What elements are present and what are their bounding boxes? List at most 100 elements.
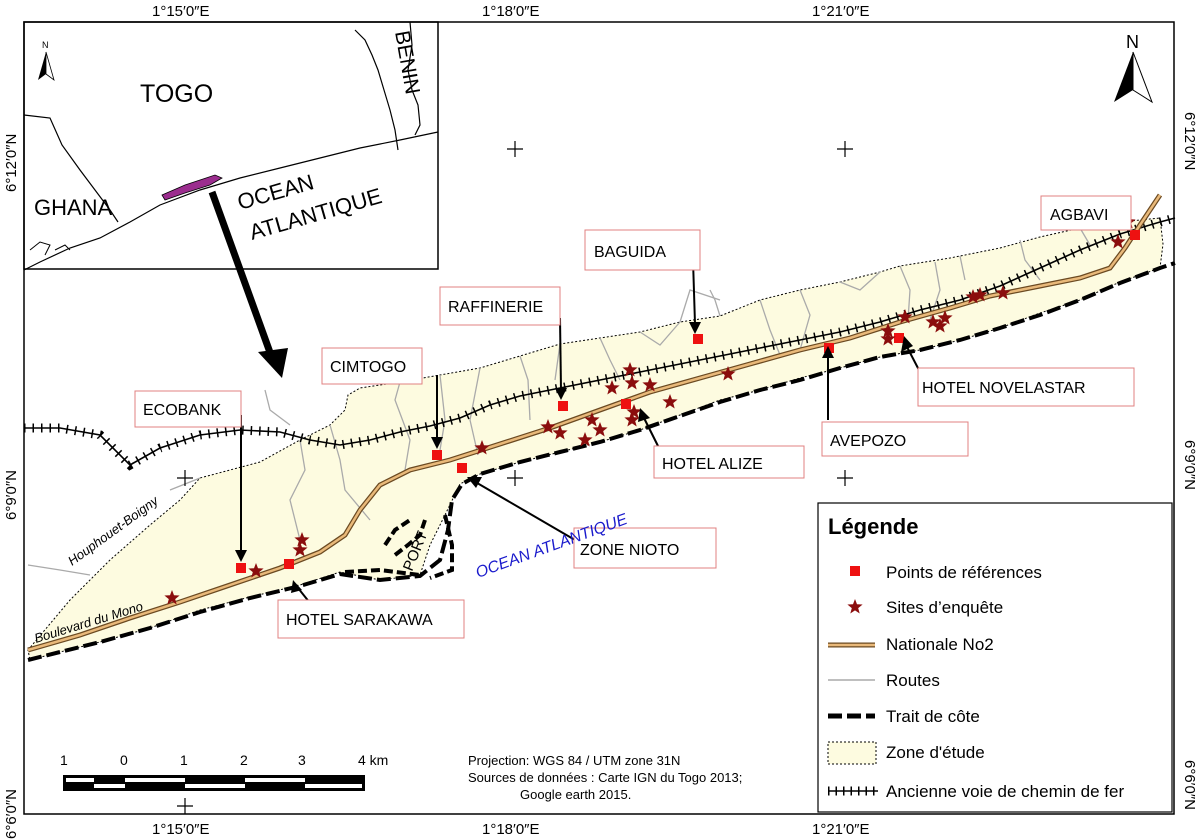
inset-lagoon (29, 241, 71, 256)
ref-point-zone-nioto (457, 463, 467, 473)
inset-north-arrow-icon: N (38, 40, 55, 82)
ref-point-hotel-alize (621, 399, 631, 409)
label-raffinerie: RAFFINERIE (439, 286, 561, 326)
survey-site-star (925, 314, 941, 329)
label-hotel-novelastar: HOTEL NOVELASTAR (917, 367, 1135, 407)
map-credits: Projection: WGS 84 / UTM zone 31N Source… (468, 753, 742, 802)
survey-site-star (965, 289, 981, 304)
label-arrows (240, 259, 921, 604)
survey-site-star (1110, 234, 1126, 249)
svg-text:Projection: WGS 84 / UTM zone: Projection: WGS 84 / UTM zone 31N (468, 753, 680, 768)
inset-ghana-togo-border (23, 114, 119, 223)
survey-site-star (880, 331, 896, 346)
coord-bottom-2: 1°18′0″E (482, 821, 540, 838)
label-agbavi: AGBAVI (1040, 195, 1132, 231)
label-ecobank: ECOBANK (134, 390, 242, 428)
ref-point-hotel-novelastar (894, 333, 904, 343)
survey-site-star (248, 563, 264, 578)
legend-item-4: Routes (886, 671, 940, 690)
ref-point-cimtogo (432, 450, 442, 460)
survey-site-star (164, 590, 180, 605)
ref-point-hotel-sarakawa (284, 559, 294, 569)
coord-left-2: 6°9′0″N (3, 470, 20, 520)
svg-text:0: 0 (120, 752, 128, 768)
inset-togo-benin-border (354, 29, 399, 151)
coord-right-2: 6°9′0″N (1181, 440, 1198, 490)
legend-item-7: Ancienne voie de chemin de fer (886, 782, 1124, 801)
coord-bottom-1: 1°15′0″E (152, 821, 210, 838)
svg-text:1: 1 (60, 752, 68, 768)
survey-site-star (584, 412, 600, 427)
inset-ghana-label: GHANA (34, 195, 113, 220)
survey-site-star (624, 375, 640, 390)
svg-text:HOTEL SARAKAWA: HOTEL SARAKAWA (286, 612, 433, 629)
survey-site-star (937, 310, 953, 325)
legend-item-5: Trait de côte (886, 707, 980, 726)
survey-site-star (626, 404, 642, 419)
legend-ref-point-swatch (850, 566, 860, 576)
svg-text:ECOBANK: ECOBANK (143, 402, 222, 419)
inset-coastline (23, 131, 439, 271)
survey-site-star (622, 362, 638, 377)
legend-zone-swatch (827, 741, 877, 765)
inset-map: TOGO BENIN GHANA OCEAN ATLANTIQUE N (23, 21, 439, 271)
place-labels: AGBAVI BAGUIDA RAFFINERIE CIMTOGO ECOBAN… (134, 195, 1135, 639)
label-baguida: BAGUIDA (584, 229, 701, 271)
svg-text:2: 2 (240, 752, 248, 768)
nationale-no2-fill (27, 194, 1162, 652)
inset-togo-label: TOGO (140, 80, 213, 108)
survey-site-star (720, 366, 736, 381)
legend-title: Légende (828, 514, 918, 539)
coord-top-3: 1°21′0″E (812, 3, 870, 20)
survey-site-star (624, 412, 640, 427)
inset-study-area (161, 174, 223, 201)
label-avepozo: AVEPOZO (821, 421, 969, 457)
svg-text:Sources de données : Carte IGN: Sources de données : Carte IGN du Togo 2… (468, 770, 742, 785)
legend-item-1: Points de références (886, 563, 1042, 582)
legend-item-2: Sites d’enquête (886, 598, 1003, 617)
coord-right-1: 6°12′0″N (1181, 112, 1198, 170)
svg-text:HOTEL NOVELASTAR: HOTEL NOVELASTAR (922, 380, 1086, 397)
survey-site-star (662, 394, 678, 409)
scale-bar: 1 0 1 2 3 4 km (60, 752, 388, 791)
survey-site-star (972, 287, 988, 302)
svg-text:CIMTOGO: CIMTOGO (330, 359, 406, 376)
survey-site-star (552, 425, 568, 440)
legend-item-6: Zone d'étude (886, 743, 985, 762)
label-arrowheads (235, 322, 913, 593)
svg-text:BAGUIDA: BAGUIDA (594, 244, 666, 261)
survey-site-star (592, 422, 608, 437)
svg-text:3: 3 (298, 752, 306, 768)
coord-right-3: 6°6′0″N (1181, 760, 1198, 810)
svg-text:AGBAVI: AGBAVI (1050, 207, 1108, 224)
coord-left-1: 6°12′0″N (3, 134, 20, 192)
inset-benin-border (407, 21, 421, 136)
svg-text:Google earth 2015.: Google earth 2015. (520, 787, 631, 802)
coastline (27, 261, 1176, 662)
inset-pointer-arrow (208, 190, 288, 378)
svg-text:N: N (1126, 32, 1139, 52)
north-arrow-icon: N (1107, 32, 1159, 110)
ref-point-agbavi (1130, 230, 1140, 240)
legend: Légende Points de références Sites d’enq… (817, 502, 1173, 813)
coordinate-labels: 1°15′0″E 1°18′0″E 1°21′0″E 1°15′0″E 1°18… (3, 3, 1198, 839)
svg-text:AVEPOZO: AVEPOZO (830, 433, 906, 450)
label-zone-nioto: ZONE NIOTO (573, 527, 717, 569)
legend-star-swatch (847, 599, 863, 614)
grid-crosses (177, 141, 853, 814)
survey-site-star (577, 432, 593, 447)
svg-text:N: N (42, 40, 49, 50)
ref-point-raffinerie (558, 401, 568, 411)
coord-top-1: 1°15′0″E (152, 3, 210, 20)
coord-left-3: 6°6′0″N (3, 789, 20, 839)
coord-bottom-3: 1°21′0″E (812, 821, 870, 838)
survey-site-star (995, 285, 1011, 300)
svg-text:HOTEL ALIZE: HOTEL ALIZE (662, 456, 763, 473)
label-hotel-sarakawa: HOTEL SARAKAWA (277, 599, 465, 639)
legend-item-3: Nationale No2 (886, 635, 994, 654)
svg-text:ZONE NIOTO: ZONE NIOTO (580, 542, 679, 559)
survey-site-star (292, 542, 308, 557)
svg-text:1: 1 (180, 752, 188, 768)
survey-site-star (897, 309, 913, 324)
